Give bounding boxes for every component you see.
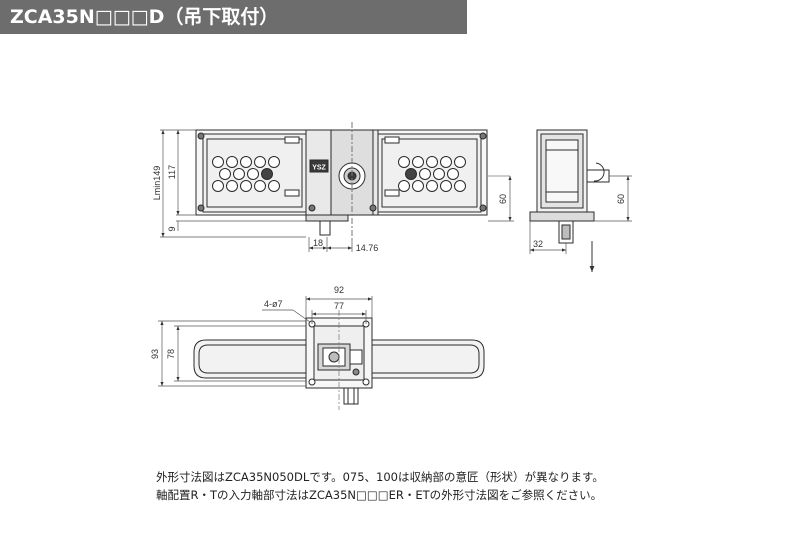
dim-18: 18	[313, 238, 323, 248]
dim-117: 117	[167, 165, 177, 179]
right-arm	[372, 339, 485, 379]
front-view: YSZ	[195, 122, 510, 240]
side-view-dimensions	[529, 175, 632, 254]
side-view	[529, 129, 610, 272]
dim-77: 77	[334, 301, 344, 311]
bottom-view-dim-labels: 4-ø7 92 77 93 78	[150, 285, 344, 359]
dim-9: 9	[167, 226, 177, 231]
bottom-view	[193, 310, 485, 410]
side-base-plate	[529, 211, 595, 222]
dim-78: 78	[166, 349, 176, 359]
input-shaft	[343, 387, 359, 405]
page-title: ZCA35N□□□D（吊下取付）	[0, 0, 467, 34]
logo-plate	[309, 159, 329, 173]
right-cable-holes	[398, 156, 466, 192]
left-cable-holes	[212, 156, 280, 192]
side-view-dim-labels: 60 32	[533, 194, 626, 249]
dim-32: 32	[533, 239, 543, 249]
dim-93: 93	[150, 349, 160, 359]
dim-60-side: 60	[616, 194, 626, 204]
dim-92: 92	[334, 285, 344, 295]
note-line-1: 外形寸法図はZCA35N050DLです。075、100は収納部の意匠（形状）が異…	[156, 470, 604, 484]
left-arm	[193, 339, 306, 379]
dim-60-front: 60	[498, 194, 508, 204]
dim-lmin149: Lmin149	[152, 166, 162, 201]
mounting-foot	[305, 214, 349, 222]
logo-text: YSZ	[312, 165, 326, 172]
dim-4-holes: 4-ø7	[264, 299, 283, 309]
dim-14-76: 14.76	[356, 243, 379, 253]
bottom-view-dimensions	[158, 296, 373, 387]
front-view-dim-labels: Lmin149 117 9 60 18 14.76	[152, 165, 508, 253]
front-view-dimensions	[160, 129, 514, 252]
note-line-2: 軸配置R・Tの入力軸部寸法はZCA35N□□□ER・ETの外形寸法図をご参照くだ…	[156, 488, 603, 502]
